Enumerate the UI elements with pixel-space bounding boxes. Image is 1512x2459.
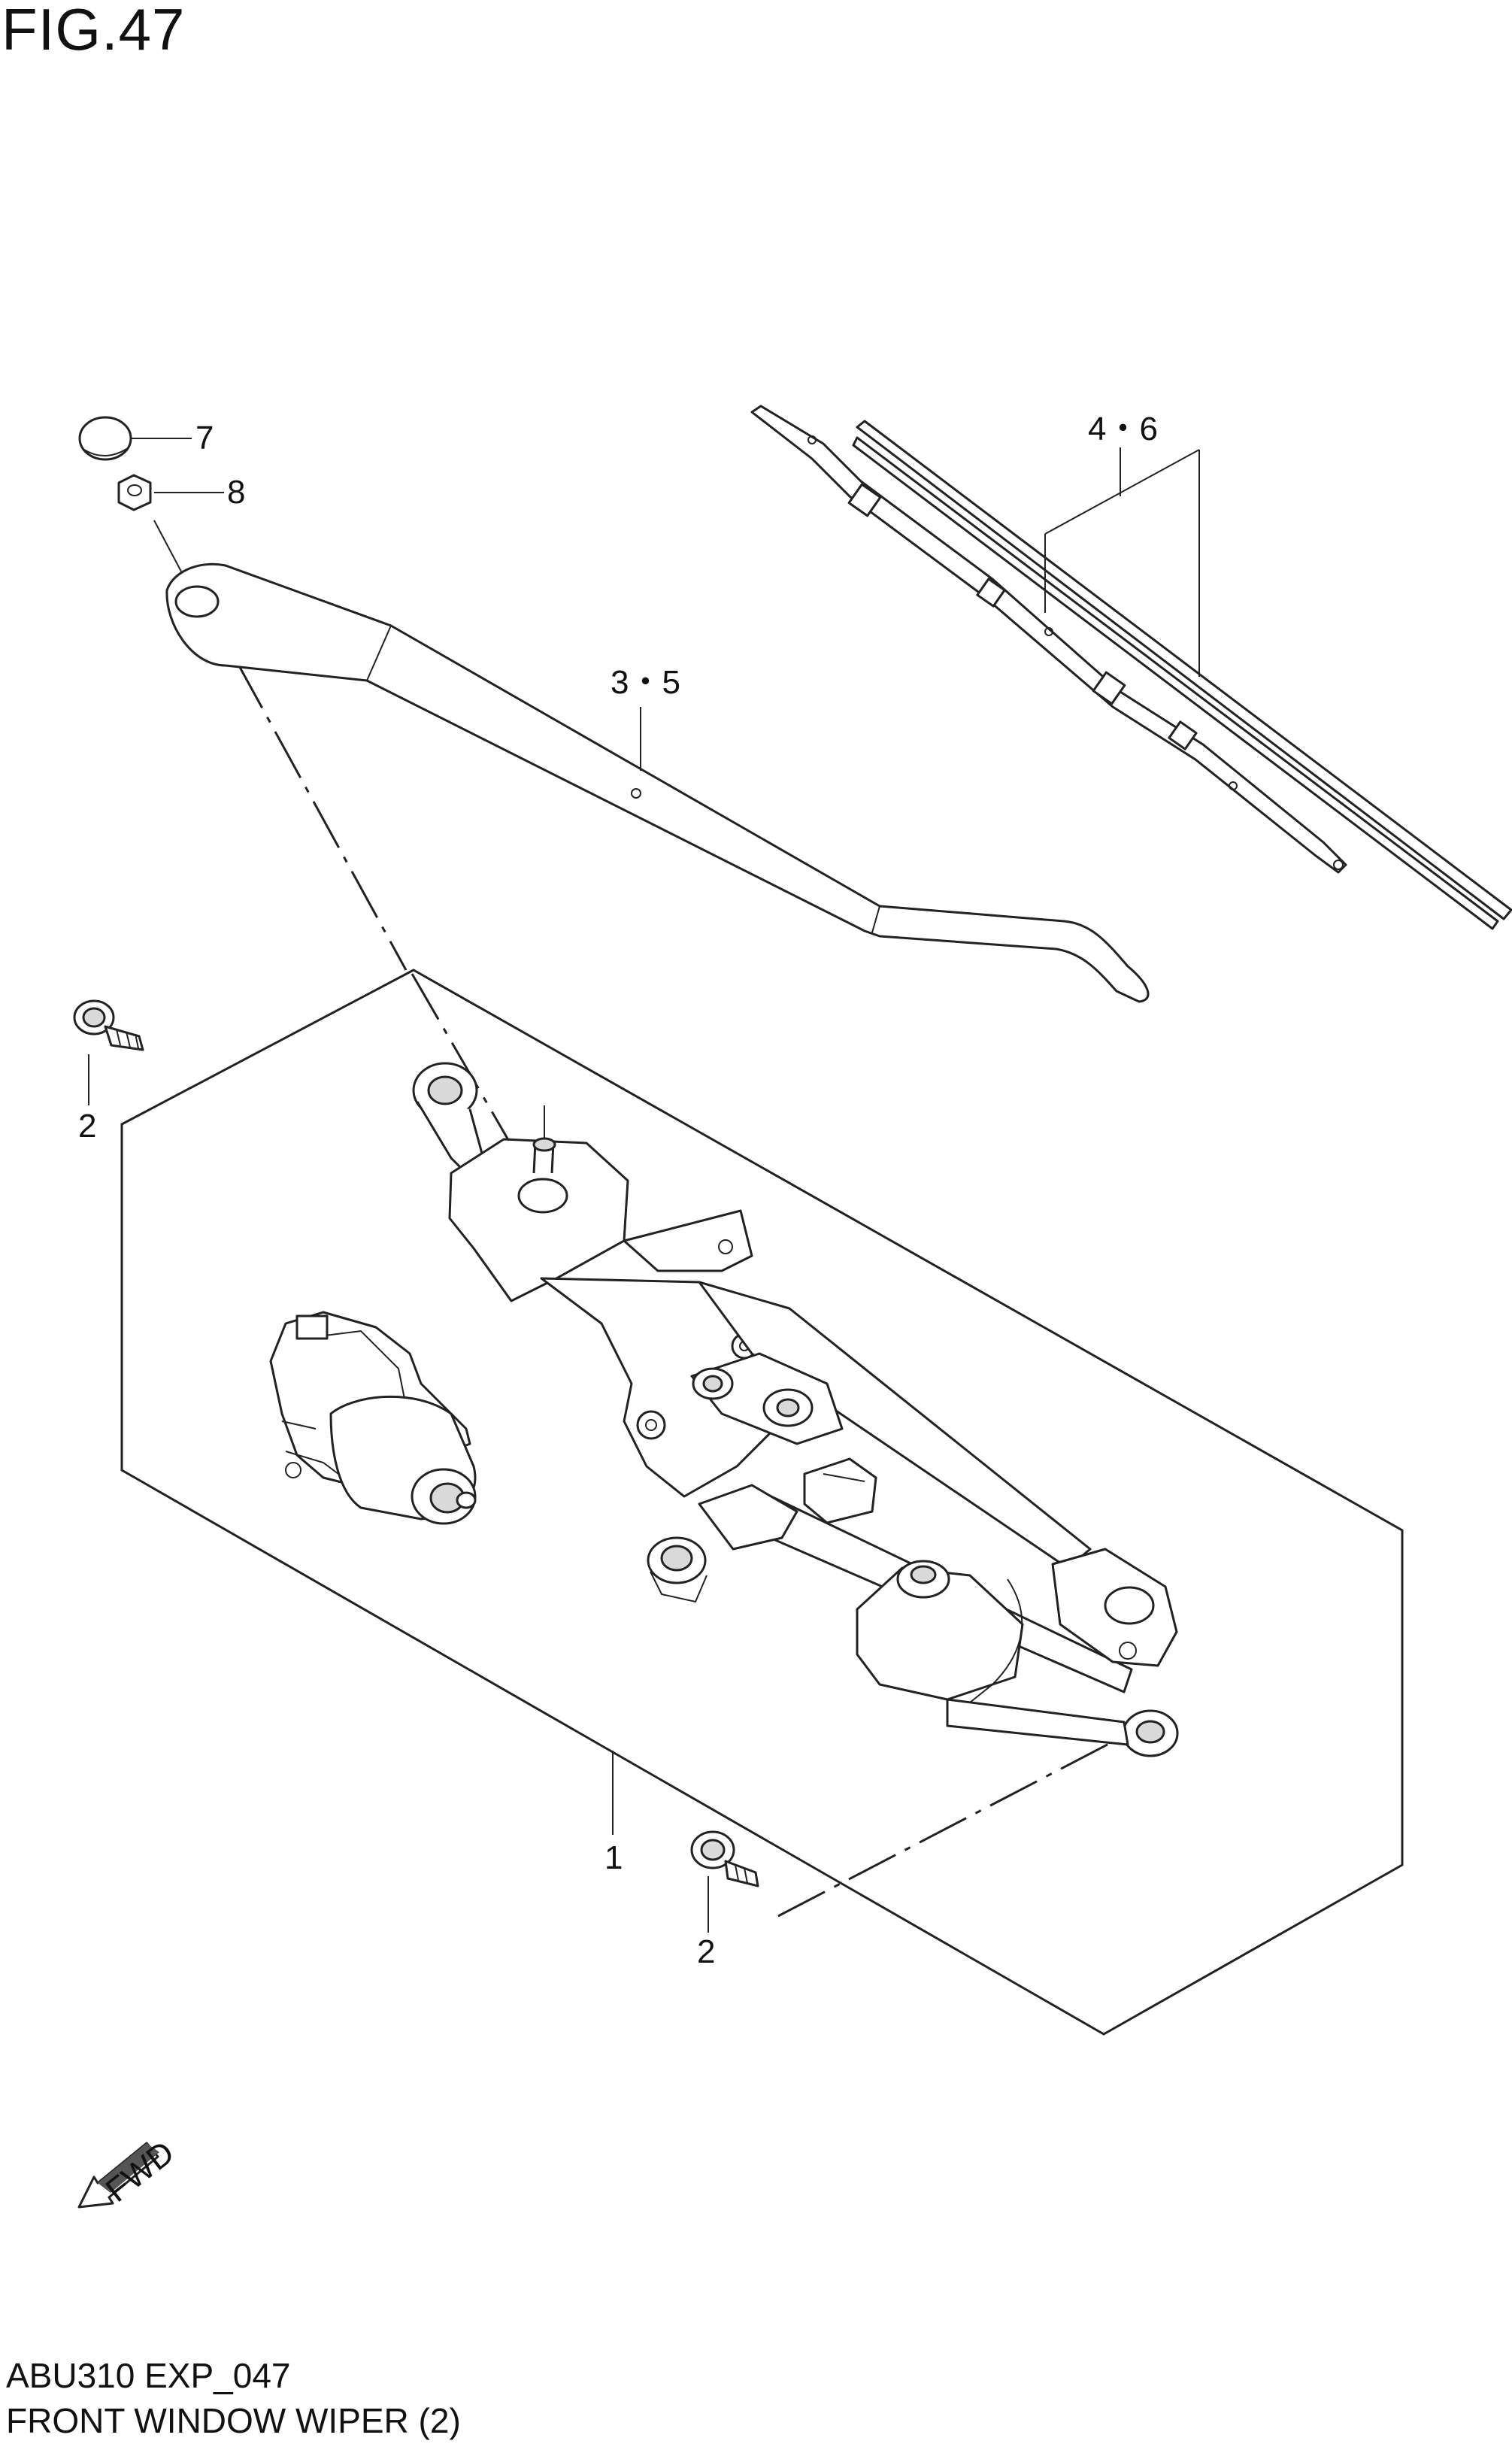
cap-part (78, 416, 132, 461)
bolt-upper-part (73, 999, 144, 1051)
callout-2-lower: 2 (697, 1933, 715, 1970)
bolt-lower-part (690, 1830, 759, 1887)
fwd-label: FWD (99, 2134, 181, 2209)
alignment-line-pivot (411, 973, 520, 1159)
callout-2-upper: 2 (78, 1108, 96, 1145)
wiper-motor-part (269, 1311, 477, 1525)
callout-3-5: 3・5 (611, 664, 680, 701)
callout-4-6: 4・6 (1088, 411, 1158, 447)
wiper-blade-part (750, 405, 1512, 930)
figure-title: FIG.47 (2, 0, 186, 62)
callout-7: 7 (195, 420, 214, 456)
callout-8: 8 (227, 474, 245, 511)
forward-direction-arrow-icon: FWD (77, 2134, 181, 2209)
callout-1: 1 (604, 1839, 623, 1876)
alignment-line-bolt (777, 1717, 1159, 1918)
nut-part (117, 474, 152, 511)
linkage-frame-part (412, 1062, 1179, 1757)
figure-code: ABU310 EXP_047 (6, 2356, 291, 2395)
wiper-arm-part (165, 562, 1150, 1003)
assembly-outline (120, 969, 1404, 2036)
alignment-line-arm (235, 661, 408, 971)
figure-name: FRONT WINDOW WIPER (2) (6, 2401, 461, 2440)
leader-4-6-left (1044, 449, 1200, 535)
